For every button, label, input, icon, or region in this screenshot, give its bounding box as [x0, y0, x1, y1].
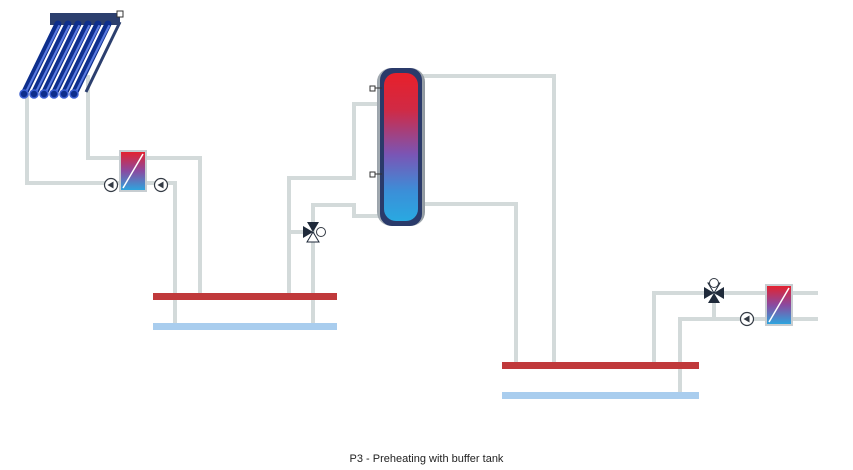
solar-collector-icon [19, 10, 124, 99]
hx2-supply-pipe [652, 291, 765, 366]
buffer-tank-icon [369, 68, 425, 226]
hx2-return-pipe [678, 317, 765, 396]
pipe-network [25, 74, 818, 396]
collector-flow-pipe [86, 75, 120, 160]
tank-return-pipe [311, 203, 382, 326]
three-way-valve-icon [303, 222, 326, 243]
hot-header-right [502, 362, 699, 369]
hx1-hot-pipe [146, 156, 202, 296]
hydraulic-diagram [19, 10, 818, 399]
pump-icon [739, 311, 755, 327]
heat-exchanger-icon [765, 284, 793, 326]
pump-icon [153, 177, 169, 193]
tank-charge-pipe [287, 102, 382, 296]
diagram-caption: P3 - Preheating with buffer tank [349, 453, 504, 465]
tank-hot-outlet-pipe [422, 74, 556, 366]
hx1-cold-pipe [146, 181, 177, 326]
pump-icon [103, 177, 119, 193]
cold-header-right [502, 392, 699, 399]
heat-exchanger-icon [119, 150, 147, 192]
hot-header-left [153, 293, 337, 300]
three-way-valve-icon [704, 278, 724, 303]
collector-return-pipe [25, 93, 120, 185]
cold-header-left [153, 323, 337, 330]
tank-cold-outlet-pipe [422, 202, 518, 366]
